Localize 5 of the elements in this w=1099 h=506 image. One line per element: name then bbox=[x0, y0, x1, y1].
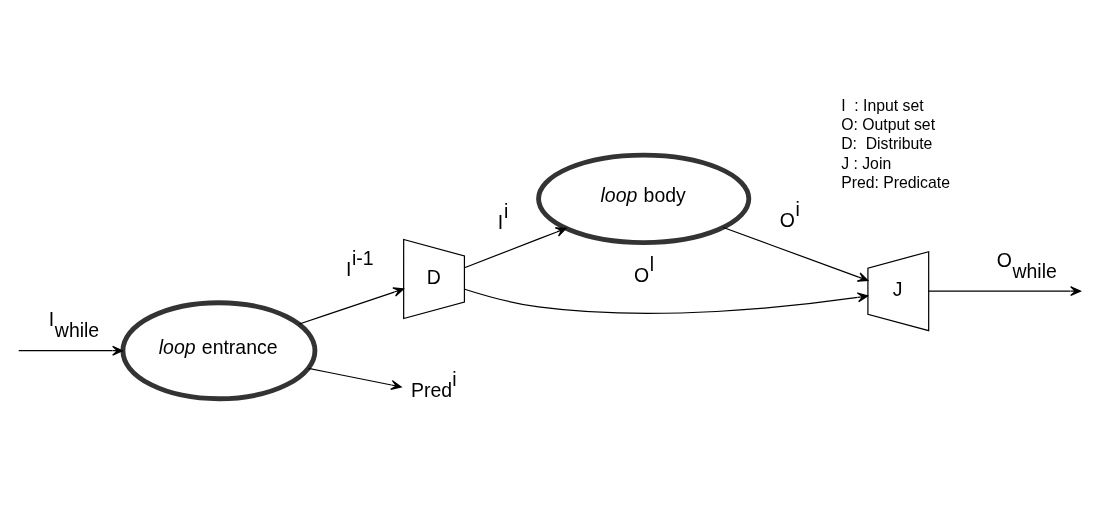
label: O: Output set bbox=[841, 115, 936, 133]
label: J : Join bbox=[841, 154, 892, 172]
label: Pred: Predicate bbox=[841, 173, 950, 191]
label: D: Distribute bbox=[841, 134, 933, 152]
label: I : Input set bbox=[841, 96, 924, 114]
